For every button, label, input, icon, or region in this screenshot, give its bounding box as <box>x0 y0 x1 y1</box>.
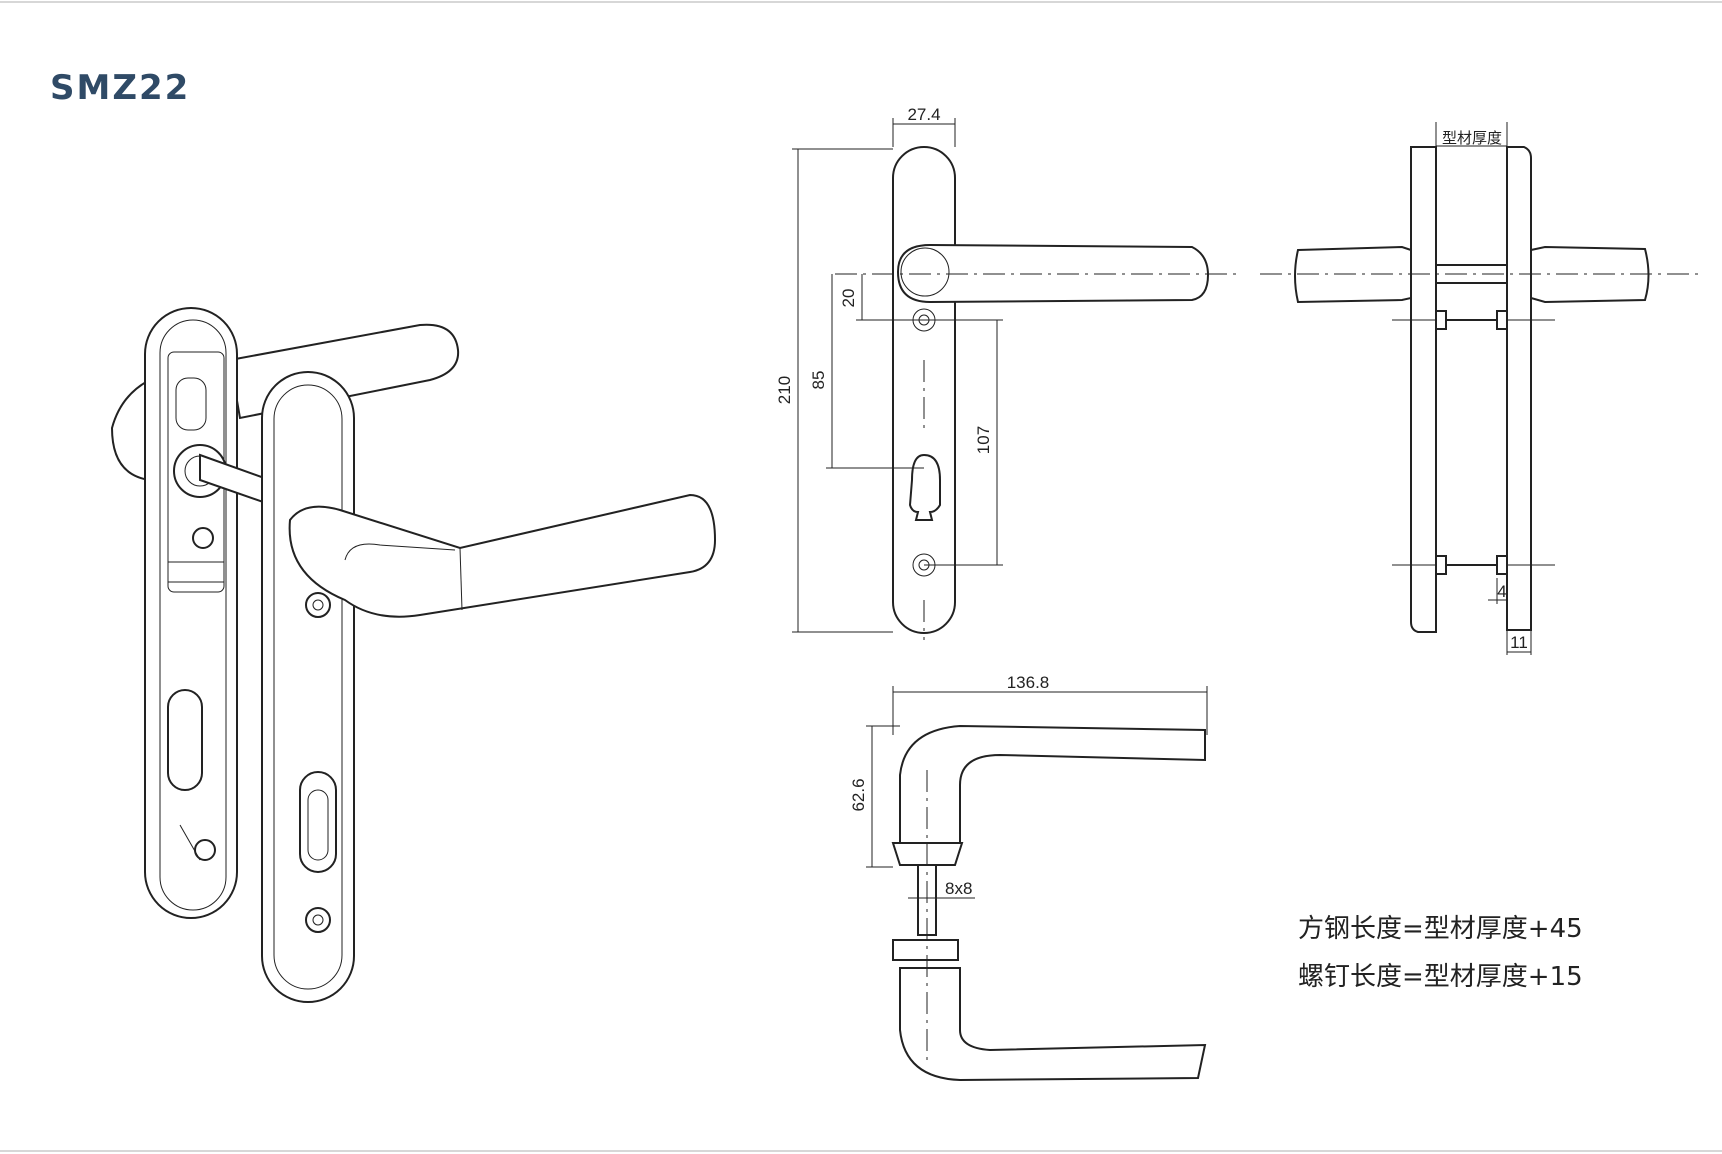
dim-handle-height: 62.6 <box>849 778 868 811</box>
dim-profile-thickness: 型材厚度 <box>1442 129 1502 147</box>
dim-plate-thickness: 11 <box>1510 633 1528 652</box>
dim-spindle-to-screw: 20 <box>839 289 858 308</box>
front-elevation: 27.4 210 20 85 107 <box>775 105 1238 640</box>
note-screw-length: 螺钉长度=型材厚度+15 <box>1298 962 1583 992</box>
side-elevation: 型材厚度 4 11 <box>1260 122 1700 655</box>
dim-handle-length: 136.8 <box>1007 673 1050 692</box>
handle-plan-view: 136.8 62.6 8x8 <box>849 673 1208 1082</box>
dim-screw-offset: 4 <box>1497 582 1506 601</box>
top-divider <box>0 1 1722 3</box>
dim-plate-width: 27.4 <box>907 105 940 124</box>
isometric-view <box>110 307 717 1003</box>
bottom-divider <box>0 1150 1722 1152</box>
dim-overall-height: 210 <box>775 376 794 404</box>
dim-spindle-to-cylinder: 85 <box>809 371 828 390</box>
dim-spindle-size: 8x8 <box>945 879 972 898</box>
product-code-title: SMZ22 <box>50 68 191 108</box>
dim-screw-pitch: 107 <box>974 426 993 454</box>
note-spindle-length: 方钢长度=型材厚度+45 <box>1298 914 1583 944</box>
